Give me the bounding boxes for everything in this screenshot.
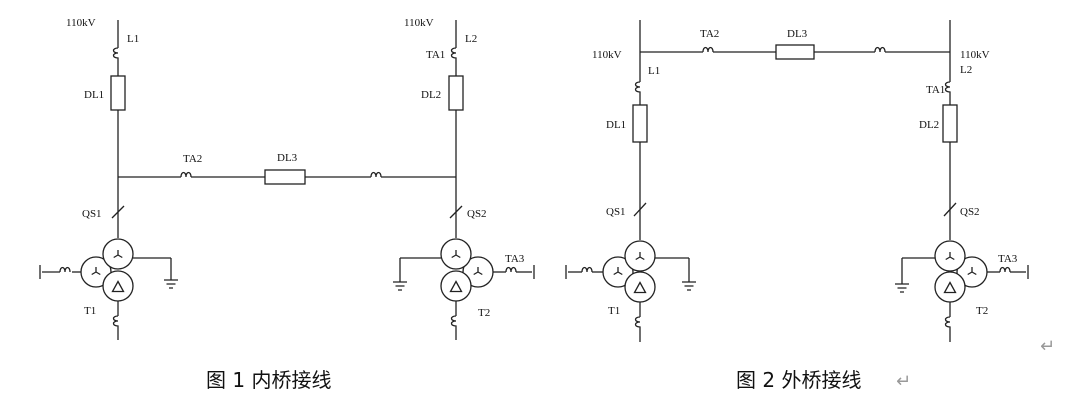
- f1-breaker-dl1: [110, 75, 126, 111]
- f2-switch-qs1: [633, 202, 647, 217]
- f2-right-ct: TA1: [926, 84, 945, 96]
- f1-right-ct: TA1: [426, 49, 445, 61]
- f2-right-line: L2: [960, 64, 972, 76]
- f1-left-line: L1: [127, 33, 139, 45]
- paragraph-mark-icon: ↵: [1040, 336, 1055, 357]
- f2-breaker-dl3: [775, 44, 815, 60]
- f2-breaker-dl2: [942, 104, 958, 143]
- f2-right-transformer: T2: [976, 305, 988, 317]
- f1-left-breaker: DL1: [84, 89, 104, 101]
- f1-switch-qs1: [111, 205, 125, 219]
- f1-transformer-t1: T1: [39, 238, 179, 340]
- f2-transformer-t1: T1: [565, 240, 697, 342]
- f2-left-breaker: DL1: [606, 119, 626, 131]
- f2-left-line: L1: [648, 65, 660, 77]
- f1-right-voltage: 110kV: [404, 17, 434, 29]
- f2-right-voltage: 110kV: [960, 49, 990, 61]
- f1-left-transformer: T1: [84, 305, 96, 317]
- f1-transformer-t2: TA3 T2: [392, 238, 535, 340]
- f2-bridge-ct2-icon: [874, 46, 886, 53]
- f1-right-line: L2: [465, 33, 477, 45]
- figure2: TA2 DL3 110kV L1 DL1 110kV L2 TA1 DL2 QS…: [565, 20, 1055, 392]
- figure1-caption: 图 1 内桥接线: [206, 368, 331, 392]
- f2-right-side-ct: TA3: [998, 253, 1018, 265]
- f1-left-voltage: 110kV: [66, 17, 96, 29]
- f2-bridge-ct-icon: [702, 46, 714, 53]
- f1-right-side-ct: TA3: [505, 253, 525, 265]
- f2-transformer-t2: TA3 T2: [894, 240, 1029, 342]
- f2-left-line-ct-icon: [634, 79, 641, 95]
- f1-bridge-breaker: DL3: [277, 152, 298, 164]
- f2-left-switch: QS1: [606, 206, 626, 218]
- f1-bridge-ct2-icon: [370, 171, 382, 178]
- f1-right-switch: QS2: [467, 208, 487, 220]
- f2-right-switch: QS2: [960, 206, 980, 218]
- f2-switch-qs2: [943, 202, 957, 217]
- f1-right-breaker: DL2: [421, 89, 441, 101]
- f1-bridge-ct-icon: [180, 171, 192, 178]
- f2-right-breaker: DL2: [919, 119, 939, 131]
- f1-left-switch: QS1: [82, 208, 102, 220]
- f2-bridge-ct: TA2: [700, 28, 719, 40]
- figure2-caption: 图 2 外桥接线: [736, 368, 861, 392]
- f1-breaker-dl3: [264, 169, 306, 185]
- paragraph-mark-icon-2: ↵: [896, 371, 911, 392]
- f1-right-line-ct-icon: [450, 45, 457, 61]
- f2-left-voltage: 110kV: [592, 49, 622, 61]
- figure1: 110kV L1 DL1 110kV L2 TA1 DL2 TA2 DL3 QS…: [39, 17, 535, 392]
- f2-left-transformer: T1: [608, 305, 620, 317]
- f2-breaker-dl1: [632, 104, 648, 143]
- f2-bridge-breaker: DL3: [787, 28, 808, 40]
- f2-right-line-ct-icon: [944, 79, 951, 95]
- f1-switch-qs2: [449, 205, 463, 219]
- f1-breaker-dl2: [448, 75, 464, 111]
- f1-bridge-ct: TA2: [183, 153, 202, 165]
- f1-left-line-ct-icon: [112, 45, 119, 61]
- f1-right-transformer: T2: [478, 307, 490, 319]
